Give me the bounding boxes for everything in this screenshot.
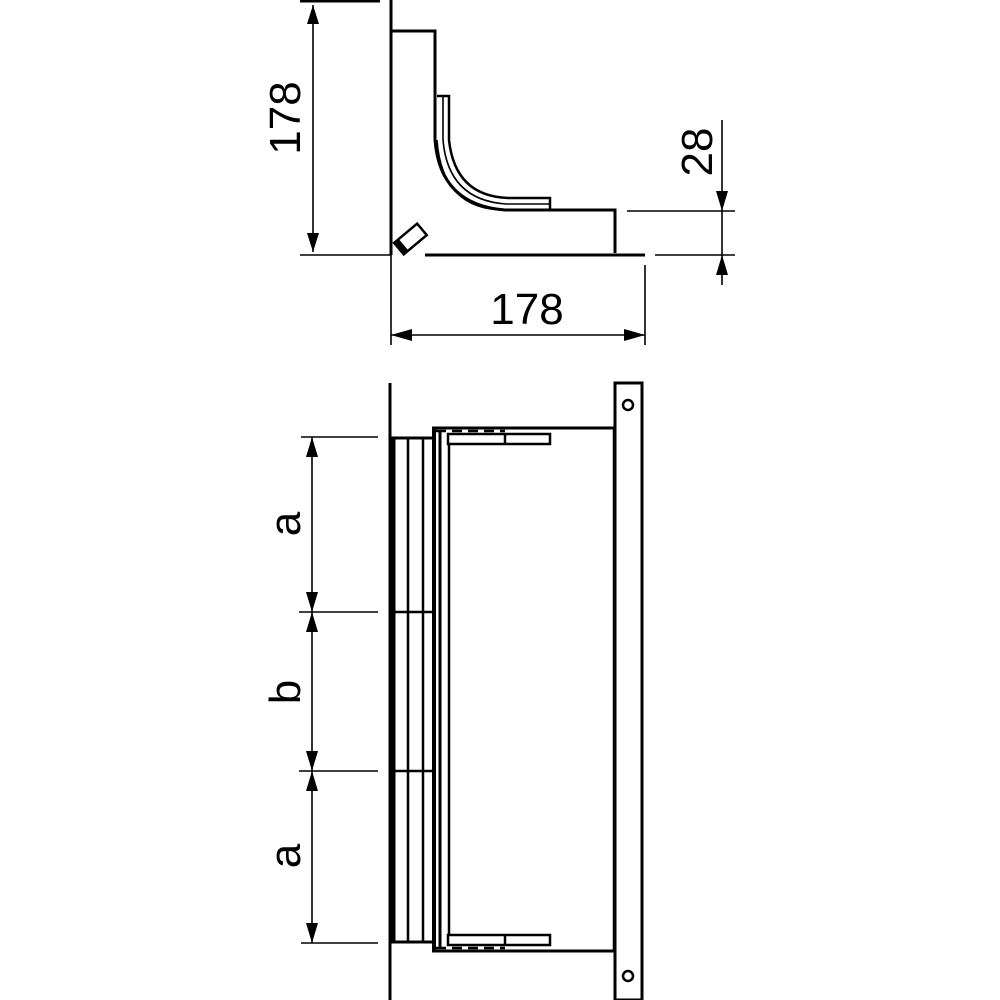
dimension-label-b: b	[261, 680, 310, 704]
screw-icon	[392, 221, 429, 257]
dimension-label-base: 28	[673, 128, 722, 177]
dimension-label-width: 178	[490, 285, 563, 334]
side-view: 178 28 178	[261, 0, 735, 345]
top-view: a b a	[261, 381, 644, 1000]
bottom-clip	[446, 933, 552, 947]
inner-rail-2	[442, 96, 550, 205]
dimension-label-height: 178	[261, 81, 310, 154]
mounting-hole-top-icon	[621, 398, 635, 412]
mounting-hole-bottom-icon	[621, 969, 635, 983]
mounting-plate	[613, 381, 644, 1000]
dimension-label-a-top: a	[261, 511, 310, 536]
inner-rail	[437, 94, 552, 210]
corner-body-outline	[392, 29, 617, 253]
top-clip	[446, 432, 552, 446]
dimension-label-a-bottom: a	[261, 843, 310, 868]
rail-arc	[436, 139, 506, 211]
